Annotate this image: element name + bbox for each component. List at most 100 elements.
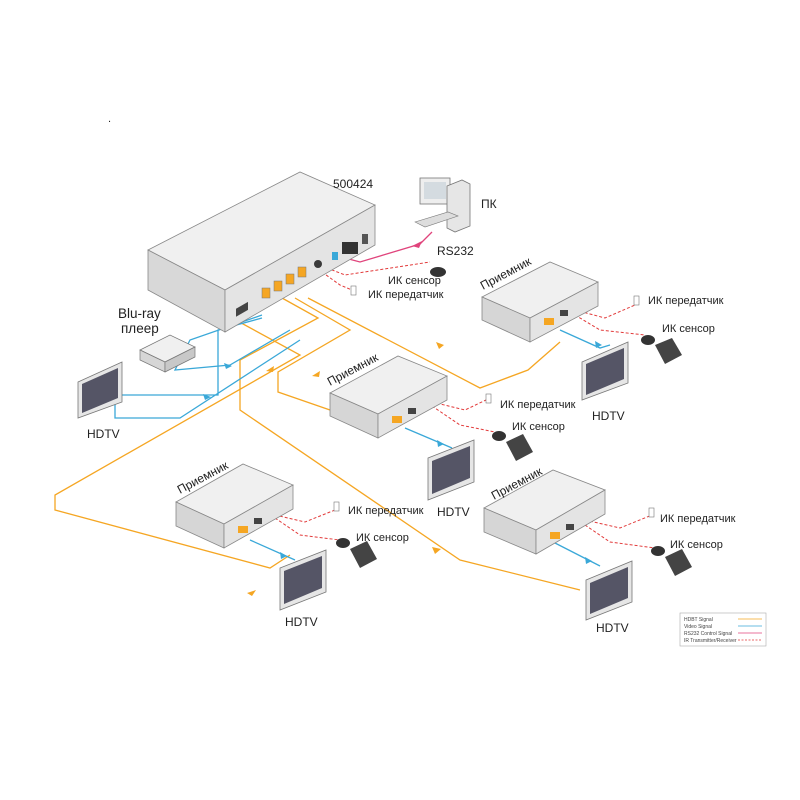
rs232-cable xyxy=(344,231,433,263)
bluray-label-1: Blu-ray xyxy=(118,306,161,321)
receiver-3-ir-sensor: ИК сенсор xyxy=(336,532,409,568)
receiver-1-ir-transmitter-icon xyxy=(633,295,640,306)
receiver-3: Приемник xyxy=(175,458,294,549)
receiver-4: Приемник xyxy=(483,464,606,555)
bluray-side xyxy=(164,346,196,373)
receiver-3-ir-transmitter: ИК передатчик xyxy=(333,501,424,517)
main-unit: 500424 xyxy=(147,171,376,333)
pc-tower xyxy=(446,179,471,233)
main-ir-transmitter: ИК передатчик xyxy=(350,285,444,301)
legend-item-video: Video Signal xyxy=(684,624,762,630)
rs232-label: RS232 xyxy=(437,244,474,258)
video-arrow-5 xyxy=(280,552,287,559)
receiver-1-hdtv-screen xyxy=(586,348,624,395)
receiver-1-ir-sensor-label: ИК сенсор xyxy=(662,323,715,335)
main-ir-transmitter-label: ИК передатчик xyxy=(368,289,444,301)
legend-item-rs232: RS232 Control Signal xyxy=(684,631,762,637)
receiver-2-port xyxy=(392,416,402,423)
ir-r3-sensor xyxy=(274,517,341,541)
pc-label: ПК xyxy=(481,197,497,211)
receiver-2-hdtv-screen xyxy=(432,446,470,494)
hdbt-port-2 xyxy=(273,280,283,292)
receiver-3-ir-transmitter-icon xyxy=(333,501,340,512)
receiver-4-hdtv-label: HDTV xyxy=(596,621,629,635)
receiver-2-ir-sensor-icon xyxy=(492,431,506,441)
main-unit-ports xyxy=(236,234,368,317)
hdbt-arrow-2 xyxy=(312,371,320,377)
receiver-3-ir-transmitter-label: ИК передатчик xyxy=(348,505,424,517)
ir-r3-transmitter xyxy=(274,509,336,523)
hdtv-main-label: HDTV xyxy=(87,427,120,441)
main-ir-transmitter-icon xyxy=(350,285,357,296)
hdbt-port-3 xyxy=(285,273,295,285)
receiver-2-hdtv-label: HDTV xyxy=(437,505,470,519)
ir-r2-transmitter xyxy=(431,399,487,411)
receiver-4-remote xyxy=(665,549,692,576)
receiver-4-ir-transmitter-icon xyxy=(648,507,655,518)
video-cable-r3 xyxy=(249,539,296,561)
video-arrow-6 xyxy=(585,557,592,564)
hdbt-cable-4 xyxy=(307,297,561,389)
receiver-2-ir-transmitter-icon xyxy=(485,393,492,404)
receiver-1-remote xyxy=(655,338,682,364)
hdbt-port-4 xyxy=(297,266,307,278)
receiver-1: Приемник xyxy=(478,254,599,343)
main-ir-sensor-label: ИК сенсор xyxy=(388,275,441,287)
main-ir-sensor: ИК сенсор xyxy=(388,267,446,287)
receiver-2-hdtv: HDTV xyxy=(427,439,475,519)
receiver-3-hdtv-screen xyxy=(284,556,322,604)
receiver-3-port-b xyxy=(254,518,262,524)
video-cable-r2 xyxy=(404,427,453,449)
hdbt-cables xyxy=(54,297,581,591)
ir-port xyxy=(314,260,322,268)
receiver-4-hdtv: HDTV xyxy=(585,560,633,635)
pc-screen xyxy=(424,182,446,199)
legend-item-ir: IR Transmitter/Receiver xyxy=(684,638,762,644)
receiver-4-hdtv-screen xyxy=(590,567,628,614)
pc: ПК xyxy=(414,177,497,233)
status-port xyxy=(332,252,338,260)
receiver-1-hdtv: HDTV xyxy=(581,341,629,423)
ir-r1-sensor xyxy=(574,314,646,336)
legend: HDBT Signal Video Signal RS232 Control S… xyxy=(679,612,767,647)
video-arrows xyxy=(203,341,602,564)
receiver-4-ir-sensor-icon xyxy=(651,546,665,556)
receiver-1-port-b xyxy=(560,310,568,316)
hdbt-arrow-4 xyxy=(432,547,441,554)
receiver-3-ir-sensor-icon xyxy=(336,538,350,548)
legend-label-hdbt: HDBT Signal xyxy=(684,617,713,623)
pc-keyboard xyxy=(414,211,459,228)
stray-dot: . xyxy=(108,113,111,125)
receiver-1-ir-sensor: ИК сенсор xyxy=(641,323,715,364)
receiver-3-hdtv-label: HDTV xyxy=(285,615,318,629)
receiver-4-ir-sensor-label: ИК сенсор xyxy=(670,539,723,551)
power-port xyxy=(362,234,368,244)
receiver-3-port xyxy=(238,526,248,533)
hdbt-cable-2 xyxy=(239,297,581,591)
legend-label-ir: IR Transmitter/Receiver xyxy=(684,638,737,644)
receiver-1-ir-transmitter: ИК передатчик xyxy=(633,295,724,307)
receiver-4-ir-transmitter-label: ИК передатчик xyxy=(660,513,736,525)
bluray-player: Blu-ray плеер xyxy=(118,306,196,373)
hdmi-port-in xyxy=(236,301,248,317)
hdtv-main-screen xyxy=(82,368,118,413)
receiver-1-port xyxy=(544,318,554,325)
legend-label-rs232: RS232 Control Signal xyxy=(684,631,732,637)
video-cable-r1 xyxy=(559,329,611,349)
hdbt-arrows xyxy=(247,342,444,596)
legend-item-hdbt: HDBT Signal xyxy=(684,617,762,623)
main-ir-sensor-icon xyxy=(430,267,446,277)
receiver-2-port-b xyxy=(408,408,416,414)
receiver-1-ir-transmitter-label: ИК передатчик xyxy=(648,295,724,307)
video-arrow-1 xyxy=(224,363,232,369)
rs232-arrow xyxy=(412,241,422,248)
ir-main-transmitter xyxy=(321,271,353,291)
main-unit-model: 500424 xyxy=(333,177,373,191)
rs232-port xyxy=(342,242,358,254)
ir-main-sensor xyxy=(326,261,431,276)
hdbt-port-1 xyxy=(261,287,271,299)
receiver-1-ir-sensor-icon xyxy=(641,335,655,345)
receiver-2: Приемник xyxy=(325,350,448,439)
hdbt-cable-3 xyxy=(277,297,352,411)
